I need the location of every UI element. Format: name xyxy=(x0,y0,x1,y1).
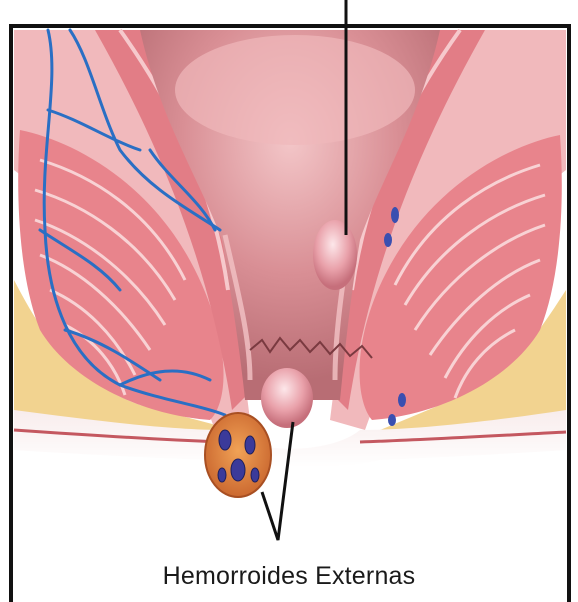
external-hemorrhoids-label: Hemorroides Externas xyxy=(0,562,578,591)
hemorrhoid-bulb xyxy=(261,368,313,428)
external-hemorrhoid xyxy=(205,413,271,497)
internal-hemorrhoid xyxy=(313,220,357,290)
